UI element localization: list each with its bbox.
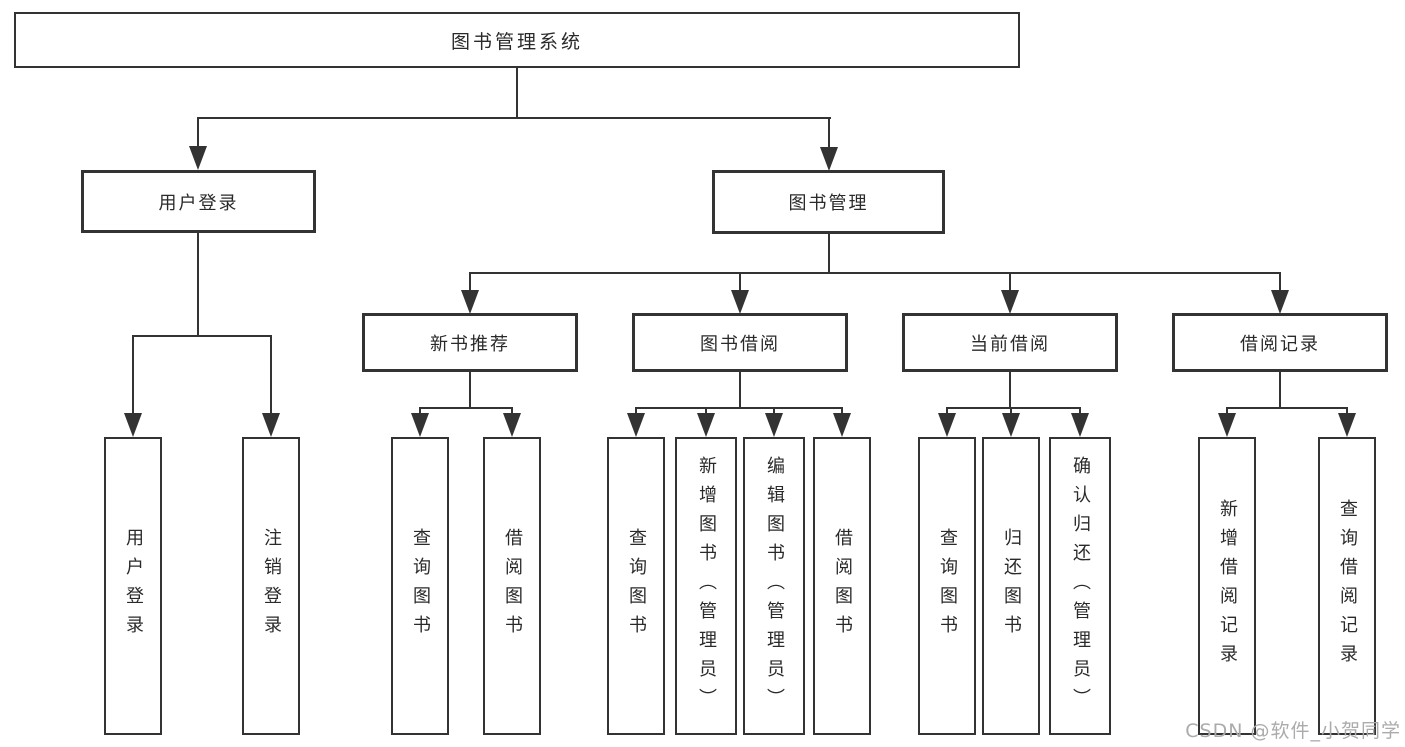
node-label: 查询图书 [410,528,431,644]
node-current-borrowing: 当前借阅 [902,313,1118,372]
node-label: 借阅图书 [502,528,523,644]
connector-drop [946,407,948,417]
connector-branch [1226,407,1348,409]
arrowhead-icon [731,290,749,314]
connector-drop [705,407,707,417]
connector-drop [1279,272,1281,292]
connector-drop [841,407,843,417]
leaf-query-books-3: 查询图书 [918,437,976,735]
connector-drop [739,272,741,292]
node-label: 查询图书 [626,528,647,644]
connector-userlogin-stem [197,233,199,337]
node-library-system: 图书管理系统 [14,12,1020,68]
node-label: 确认归还（管理员） [1070,455,1091,717]
node-label: 借阅图书 [832,528,853,644]
node-label: 借阅记录 [1240,333,1320,355]
connector-drop [1010,407,1012,417]
connector-drop [635,407,637,417]
node-label: 查询图书 [937,528,958,644]
node-label: 当前借阅 [970,333,1050,355]
arrowhead-icon [503,413,521,437]
connector-bookmgmt-branch [469,272,1281,274]
leaf-query-books-2: 查询图书 [607,437,665,735]
connector-drop [1079,407,1081,417]
node-label: 用户登录 [123,528,144,644]
node-label: 图书借阅 [700,333,780,355]
node-label: 用户登录 [158,192,239,214]
leaf-edit-books-admin: 编辑图书（管理员） [743,437,805,735]
arrowhead-icon [820,147,838,171]
arrowhead-icon [262,413,280,437]
connector-root-stem [516,66,518,119]
arrowhead-icon [189,146,207,170]
leaf-confirm-return-admin: 确认归还（管理员） [1049,437,1111,735]
connector-drop [132,335,134,415]
leaf-add-books-admin: 新增图书（管理员） [675,437,737,735]
node-label: 新书推荐 [430,333,510,355]
connector-drop [469,272,471,292]
connector-drop-book-mgmt [828,117,830,148]
connector-stem [739,372,741,409]
node-label: 图书管理系统 [450,30,583,53]
connector-drop [511,407,513,417]
arrowhead-icon [124,413,142,437]
csdn-watermark: CSDN @软件_小贺同学 [1185,720,1401,742]
leaf-user-login: 用户登录 [104,437,162,735]
arrowhead-icon [627,413,645,437]
connector-stem [1279,372,1281,409]
node-label: 归还图书 [1001,528,1022,644]
connector-drop [270,335,272,415]
leaf-query-books-1: 查询图书 [391,437,449,735]
connector-branch [946,407,1081,409]
connector-userlogin-branch [132,335,272,337]
leaf-logout: 注销登录 [242,437,300,735]
arrowhead-icon [461,290,479,314]
leaf-borrow-books-2: 借阅图书 [813,437,871,735]
arrowhead-icon [1071,413,1089,437]
node-borrowing-records: 借阅记录 [1172,313,1388,372]
connector-drop [1226,407,1228,417]
arrowhead-icon [1218,413,1236,437]
arrowhead-icon [697,413,715,437]
connector-stem [1009,372,1011,409]
connector-bookmgmt-stem [828,234,830,274]
node-label: 图书管理 [788,193,869,214]
arrowhead-icon [411,413,429,437]
connector-drop [1009,272,1011,292]
node-new-book-recommend: 新书推荐 [362,313,578,372]
node-label: 查询借阅记录 [1337,499,1358,673]
node-label: 注销登录 [261,528,282,644]
arrowhead-icon [765,413,783,437]
leaf-return-books: 归还图书 [982,437,1040,735]
node-book-borrowing: 图书借阅 [632,313,848,372]
arrowhead-icon [938,413,956,437]
node-book-management: 图书管理 [712,170,945,234]
node-label: 新增图书（管理员） [696,455,717,717]
connector-root-branch [197,117,831,119]
leaf-borrow-books-1: 借阅图书 [483,437,541,735]
arrowhead-icon [1002,413,1020,437]
connector-drop-user-login [197,117,199,148]
connector-branch [419,407,513,409]
arrowhead-icon [1001,290,1019,314]
connector-drop [1346,407,1348,417]
node-label: 编辑图书（管理员） [764,455,785,717]
leaf-add-borrow-record: 新增借阅记录 [1198,437,1256,735]
connector-branch [635,407,843,409]
node-label: 新增借阅记录 [1217,499,1238,673]
arrowhead-icon [1338,413,1356,437]
node-user-login: 用户登录 [81,170,316,233]
arrowhead-icon [833,413,851,437]
arrowhead-icon [1271,290,1289,314]
connector-stem [469,372,471,409]
connector-drop [419,407,421,417]
connector-drop [773,407,775,417]
leaf-query-borrow-record: 查询借阅记录 [1318,437,1376,735]
